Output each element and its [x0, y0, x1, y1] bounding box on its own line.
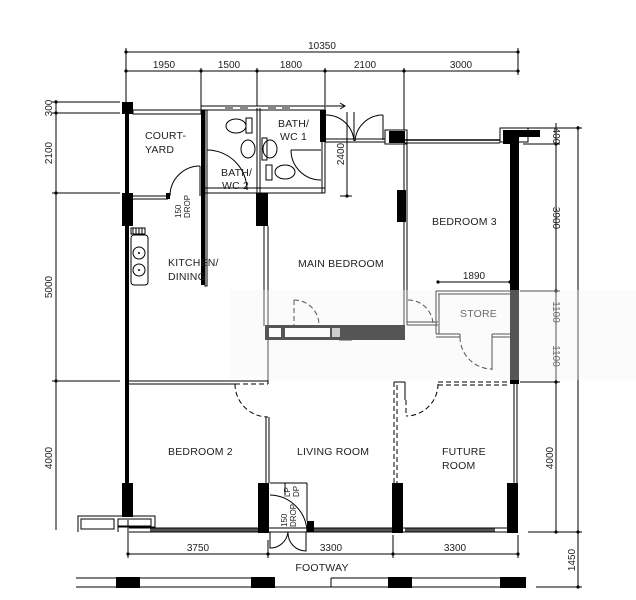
dim-top-3: 1800: [280, 60, 303, 71]
room-future-line2: ROOM: [442, 460, 475, 472]
bottom-dimensions: 3750 3300 3300 FOOTWAY: [76, 520, 526, 588]
scan-highlight: [230, 290, 636, 380]
room-store: STORE: [460, 308, 497, 320]
room-bath1-line1: BATH/: [278, 118, 309, 130]
dp-label: DP: [292, 486, 301, 497]
dim-left-2: 2100: [44, 141, 55, 164]
room-bath2-line1: BATH/: [221, 167, 252, 179]
room-bath1-line2: WC 1: [280, 131, 307, 143]
notes: 150 DROP 150 DROP LP DP 2400: [174, 112, 352, 527]
room-labels: COURT- YARD BATH/ WC 1 BATH/ WC 2 KITCHE…: [145, 118, 497, 472]
dim-top-4: 2100: [354, 60, 377, 71]
room-main-bedroom: MAIN BEDROOM: [298, 258, 384, 270]
room-kitchen-line1: KITCHEN/: [168, 257, 219, 269]
room-courtyard-line1: COURT-: [145, 130, 187, 142]
room-living: LIVING ROOM: [297, 446, 369, 458]
room-bedroom3: BEDROOM 3: [432, 216, 497, 228]
room-courtyard-line2: YARD: [145, 144, 174, 156]
dim-right-2: 3900: [550, 207, 561, 230]
dim-left-3: 5000: [44, 275, 55, 298]
drop-note-entrance-2: DROP: [289, 504, 298, 527]
drop-note-entrance-1: 150: [280, 513, 289, 527]
dim-top-1: 1950: [153, 60, 176, 71]
left-dimensions: 300 2100 5000 4000: [44, 99, 120, 530]
dim-top-2: 1500: [218, 60, 241, 71]
fixtures: [130, 117, 296, 286]
dim-top-5: 3000: [450, 60, 473, 71]
dim-bottom-3: 3300: [444, 543, 467, 554]
lp-label: LP: [283, 487, 292, 497]
dim-bath-height: 2400: [336, 142, 347, 165]
dim-bottom-1: 3750: [187, 543, 210, 554]
room-bedroom2: BEDROOM 2: [168, 446, 233, 458]
dim-right-3: 1100: [550, 301, 561, 323]
interior-walls: 1890: [129, 226, 512, 483]
dim-total-width: 10350: [308, 41, 336, 52]
dim-store-width: 1890: [463, 271, 486, 282]
doors: [133, 102, 493, 552]
dim-left-4: 4000: [44, 446, 55, 469]
dim-right-4: 1100: [550, 345, 561, 367]
footway-label: FOOTWAY: [295, 562, 348, 574]
dim-bottom-2: 3300: [320, 543, 343, 554]
room-kitchen-line2: DINING: [168, 271, 206, 283]
dim-right-5: 4000: [545, 446, 556, 469]
dim-left-1: 300: [44, 99, 55, 116]
room-future-line1: FUTURE: [442, 446, 486, 458]
outer-walls: [77, 102, 540, 533]
dim-right-1: 400: [550, 128, 561, 145]
right-dimensions: 400 3900 1100 1100 4000 1450: [520, 123, 582, 589]
drop-note-courtyard-1: 150: [174, 204, 183, 218]
top-dimensions: 10350 1950 1500 1800 2100 3000: [124, 41, 520, 131]
drop-note-courtyard-2: DROP: [183, 195, 192, 218]
dim-right-6: 1450: [567, 548, 578, 571]
room-bath2-line2: WC 2: [222, 180, 249, 192]
